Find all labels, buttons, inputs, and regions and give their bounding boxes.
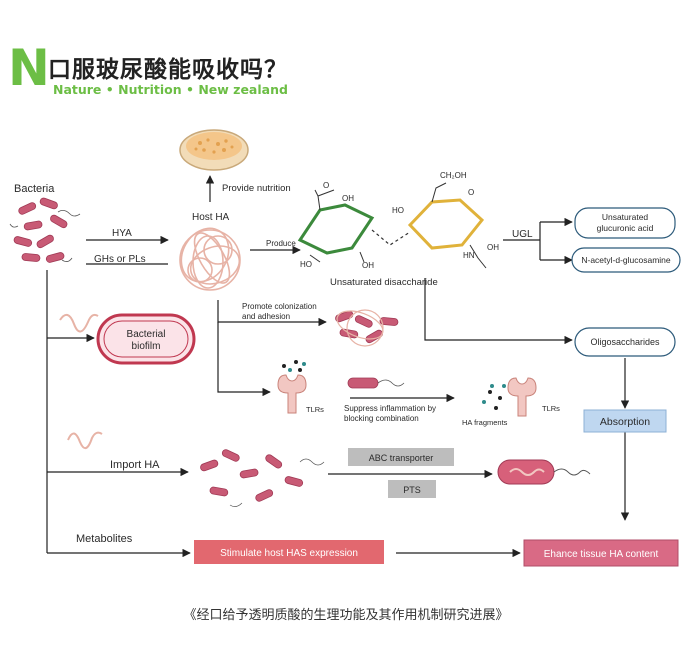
- header: N 口服玻尿酸能吸收吗？ Nature • Nutrition • New ze…: [8, 39, 608, 104]
- ha-strand-icon: [59, 313, 103, 449]
- chem-label-ch2oh: CH₂OH: [440, 171, 467, 180]
- chem-label-ho-2: HO: [392, 206, 404, 215]
- brand-subtitle: Nature • Nutrition • New zealand: [53, 82, 288, 97]
- chem-label-oh-2: OH: [487, 243, 499, 252]
- enhance-label: Ehance tissue HA content: [544, 549, 659, 560]
- enhance-box: [523, 539, 679, 567]
- ha-uptake-bacterium-icon: [497, 459, 591, 485]
- tlrs-label-2: TLRs: [542, 404, 560, 413]
- bacterial-biofilm-icon: [96, 313, 196, 365]
- chem-label-o-ring: O: [468, 188, 474, 197]
- ghs-pls-label: GHs or PLs: [94, 254, 146, 265]
- chem-label-oh-cooh: OH: [342, 194, 354, 203]
- nacetyl-box: [571, 247, 681, 273]
- stimulate-box: [194, 540, 384, 564]
- import-bacteria-icon: [200, 449, 304, 502]
- chem-label-o-carbonyl: O: [323, 181, 329, 190]
- figure-caption: 《经口给予透明质酸的生理功能及其作用机制研究进展》: [183, 608, 509, 623]
- absorption-label: Absorption: [600, 416, 650, 428]
- ha-fragments-label: HA fragments: [462, 418, 508, 427]
- host-ha-tangle-icon: [179, 227, 241, 291]
- petri-dish-icon: [179, 129, 249, 171]
- oligosaccharides-box: [574, 327, 676, 357]
- unsaturated-disaccharide-label: Unsaturated disaccharide: [330, 277, 438, 288]
- logo-letter: N: [8, 39, 50, 97]
- produce-label: Produce: [266, 239, 296, 248]
- page-title: 口服玻尿酸能吸收吗？: [48, 57, 288, 83]
- chem-label-hn: HN: [463, 251, 475, 260]
- tlr-receptor-icon: [277, 374, 537, 417]
- provide-nutrition-label: Provide nutrition: [222, 183, 291, 194]
- stimulate-label: Stimulate host HAS expression: [220, 548, 358, 559]
- chem-label-ho-1: HO: [300, 260, 312, 269]
- ugl-label: UGL: [512, 229, 533, 240]
- bacteria-label: Bacteria: [14, 183, 55, 195]
- import-ha-label: Import HA: [110, 459, 160, 471]
- bacteria-cluster-icon: [13, 197, 68, 263]
- metabolites-label: Metabolites: [76, 533, 133, 545]
- host-ha-label: Host HA: [192, 212, 230, 223]
- oligosaccharides-label: Oligosaccharides: [590, 337, 660, 347]
- abc-transporter-box: [348, 448, 454, 466]
- pts-label: PTS: [403, 485, 421, 495]
- unsaturated-glucuronic-box: [574, 207, 676, 239]
- abc-transporter-label: ABC transporter: [369, 453, 434, 463]
- nacetyl-label: N-acetyl-d-glucosamine: [581, 255, 671, 265]
- single-bacterium-icon: [347, 377, 405, 389]
- hya-label: HYA: [112, 228, 132, 239]
- disaccharide-structure-icon: [297, 182, 487, 269]
- pts-box: [388, 480, 436, 498]
- tlrs-label-1: TLRs: [306, 405, 324, 414]
- absorption-box: [583, 409, 667, 433]
- chem-label-oh-1: OH: [362, 261, 374, 270]
